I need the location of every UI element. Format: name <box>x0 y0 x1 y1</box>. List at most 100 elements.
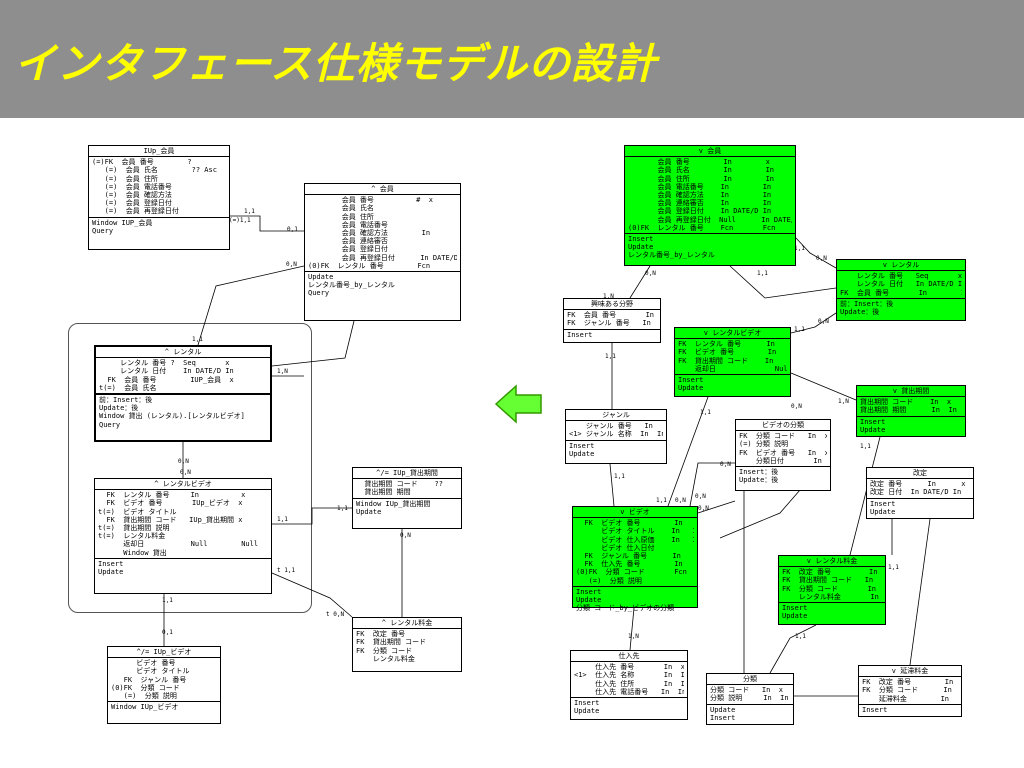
operation-list: Insert <box>564 330 660 340</box>
operation-row: Query <box>92 226 114 235</box>
relationship-line <box>272 507 352 525</box>
operation-row: Insert <box>628 234 654 243</box>
attribute-row: (=) 分類 説明 <box>111 691 177 700</box>
attribute-row: 会員 再登録日付 Null In DATE/D <box>628 215 793 224</box>
attribute-row: FK 会員 番号 In In <box>840 288 962 297</box>
operation-row: Insert <box>870 499 896 508</box>
cardinality-label: 1,1 <box>277 516 288 523</box>
entity-shiiresaki[interactable]: 仕入先 仕入先 番号 In x<1> 仕入先 名称 In In 仕入先 住所 I… <box>570 650 688 720</box>
operation-row: Update <box>576 595 602 604</box>
entity-v-video[interactable]: v ビデオ FK ビデオ 番号 In x ビデオ タイトル In In ビデオ … <box>572 506 698 612</box>
attribute-row: 会員 住所 <box>308 212 374 221</box>
operation-row: Update：後 <box>840 307 880 316</box>
attribute-row: 仕入先 電話番号 In In <box>574 687 684 696</box>
relationship-line <box>729 265 837 299</box>
attribute-row: FK レンタル 番号 In x <box>98 491 246 500</box>
attribute-row: 仕入先 住所 In In <box>574 679 684 688</box>
cardinality-label: 1,1 <box>244 208 255 215</box>
left-arrow-icon <box>494 384 542 424</box>
entity-title: ^ レンタル料金 <box>353 618 461 630</box>
attribute-row: FK 会員 番号 IUP_会員 x <box>99 375 234 384</box>
entity-title: v レンタル料金 <box>779 556 885 568</box>
cardinality-label: 1,1 <box>757 270 768 277</box>
attribute-row: 会員 確認方法 In <box>308 228 431 237</box>
entity-rental[interactable]: ^ レンタル レンタル 番号 ? Seq x レンタル 日付 In DATE/D… <box>94 345 272 442</box>
attribute-row: Window 貸出 <box>98 548 167 557</box>
cardinality-label: 0,N <box>400 532 411 539</box>
cardinality-label: 1,1 <box>888 564 899 571</box>
cardinality-label: 1,1 <box>860 443 871 450</box>
attribute-row: 貸出期間 コード In x <box>860 398 952 407</box>
entity-title: 仕入先 <box>571 651 687 663</box>
entity-title: IUp_会員 <box>89 146 229 158</box>
attribute-list: 貸出期間 コード ?? 貸出期間 期間 <box>353 479 461 499</box>
entity-iup-video[interactable]: ^/= IUp_ビデオ ビデオ 番号 ビデオ タイトル FK ジャンル 番号(0… <box>107 646 221 724</box>
attribute-row: FK ビデオ 番号 IUp_ビデオ x <box>98 499 243 508</box>
attribute-row: FK ビデオ 番号 In x <box>739 448 827 457</box>
cardinality-label: 0,1 <box>287 226 298 233</box>
attribute-row: <1> ジャンル 名称 In In <box>569 430 663 439</box>
attribute-row: 貸出期間 コード ?? <box>356 480 443 489</box>
attribute-row: t(=) 会員 氏名 <box>99 383 157 392</box>
operation-row: Insert <box>860 417 886 426</box>
attribute-row: FK ジャンル 番号 In In <box>576 551 694 560</box>
attribute-row: (0)FK レンタル 番号 Fcn Fcn <box>628 223 776 232</box>
attribute-row: 会員 番号 In x <box>628 158 770 167</box>
operation-row: 分類 コード_by_ビデオの分類 <box>576 604 675 613</box>
attribute-list: レンタル 番号 ? Seq x レンタル 日付 In DATE/D In FK … <box>96 358 270 395</box>
attribute-row: 会員 登録日付 <box>308 245 388 254</box>
attribute-list: 会員 番号 # x 会員 氏名 会員 住所 会員 電話番号 会員 確認方法 In… <box>305 195 460 272</box>
operation-row: Insert <box>862 705 888 714</box>
entity-title: v 貸出期間 <box>857 386 965 398</box>
relationship-lines: 1,10,10,N1,N(=)1,1t 1,1t 0,N1,10,N0,N1,1… <box>162 208 931 697</box>
entity-rental-video[interactable]: ^ レンタルビデオ FK レンタル 番号 In x FK ビデオ 番号 IUp_… <box>94 478 272 594</box>
attribute-row: ビデオ 仕入原価 In In <box>576 535 694 544</box>
attribute-row: 貸出期間 期間 <box>356 488 411 497</box>
relationship-line <box>849 436 881 556</box>
entity-v-kaiin[interactable]: v 会員 会員 番号 In x 会員 氏名 In In 会員 住所 In In … <box>624 145 796 266</box>
entity-title: v 延滞料金 <box>859 666 961 678</box>
operation-row: Insert <box>98 559 124 568</box>
operation-row: レンタル番号_by_レンタル <box>308 281 395 290</box>
attribute-row: FK ビデオ 番号 In x <box>678 348 777 357</box>
attribute-row: ビデオ タイトル In In <box>576 527 694 536</box>
attribute-row: 会員 電話番号 In In <box>628 182 772 191</box>
operation-list: Window IUp_ビデオ <box>108 702 220 712</box>
attribute-row: 分類 説明 In In <box>710 694 789 703</box>
attribute-row: (=)FK 会員 番号 ? <box>92 158 192 167</box>
entity-v-rental[interactable]: v レンタル レンタル 番号 Seq x レンタル 日付 In DATE/D I… <box>836 259 966 321</box>
attribute-row: FK 貸出期間 コード In x <box>782 576 882 585</box>
attribute-row: レンタル 番号 Seq x <box>840 272 962 281</box>
relationship-line <box>667 396 709 507</box>
attribute-row: 会員 住所 In In <box>628 174 775 183</box>
operation-row: Query <box>308 289 330 298</box>
relationship-line <box>795 237 837 269</box>
attribute-row: (=) 会員 確認方法 <box>92 190 172 199</box>
relationship-line <box>769 624 817 674</box>
attribute-row: (=) 分類 説明 <box>576 576 642 585</box>
relationship-line <box>271 572 353 618</box>
entity-iup-kaiin[interactable]: IUp_会員(=)FK 会員 番号 ? (=) 会員 氏名 ?? Asc (=)… <box>88 145 230 250</box>
entity-kaiin[interactable]: ^ 会員 会員 番号 # x 会員 氏名 会員 住所 会員 電話番号 会員 確認… <box>304 183 461 321</box>
operation-row: Update <box>356 507 382 516</box>
operation-row: Insert：後 <box>739 467 779 476</box>
entity-title: v レンタル <box>837 260 965 272</box>
cardinality-label: (=)1,1 <box>229 217 251 224</box>
